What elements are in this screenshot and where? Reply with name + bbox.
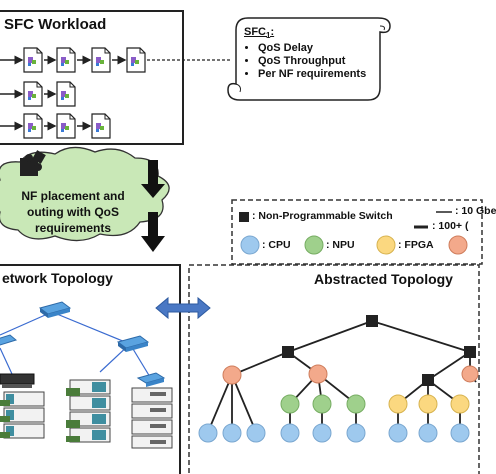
legend-npu-label: : NPU	[326, 239, 355, 251]
sfc-chains-diagram	[0, 17, 483, 474]
bidirectional-arrow-icon	[155, 296, 211, 320]
sfc-requirements-scroll	[227, 17, 391, 101]
abstracted-topology-title: Abstracted Topology	[314, 271, 453, 287]
legend-link-10gbe: : 10 Gbe	[455, 205, 496, 217]
sfc-requirement-item: Per NF requirements	[258, 68, 366, 80]
cloud-line: outing with QoS	[27, 205, 119, 219]
sfc-workload-title: SFC Workload	[4, 16, 107, 33]
down-arrow-icon	[141, 160, 165, 252]
sfc-subscript: 1	[266, 31, 271, 41]
legend-fpga-label: : FPGA	[398, 239, 434, 251]
abstracted-topology-tree	[207, 320, 477, 433]
legend-cpu-label: : CPU	[262, 239, 291, 251]
sfc-chain-row-3	[0, 113, 111, 139]
network-topology-drawing	[0, 301, 173, 449]
cloud-line: requirements	[34, 221, 112, 235]
cloud-line: NF placement and	[21, 189, 125, 203]
sfc-requirements-text: SFC1: QoS Delay QoS Throughput Per NF re…	[244, 26, 366, 81]
sfc-chain-row-1	[0, 47, 230, 73]
sfc-label: SFC	[244, 26, 266, 38]
network-topology-title: etwork Topology	[2, 270, 113, 286]
legend-switch-label: : Non-Programmable Switch	[252, 210, 393, 222]
legend-link-100g: : 100+ (	[432, 220, 469, 232]
sfc-requirement-item: QoS Delay	[258, 42, 366, 54]
sfc-chain-row-2	[0, 81, 76, 107]
legend-symbols	[239, 211, 468, 255]
sfc-colon: :	[270, 26, 275, 38]
sfc-requirement-item: QoS Throughput	[258, 55, 366, 67]
puzzle-icon	[20, 150, 46, 176]
cloud-text: NF placement and outing with QoS require…	[0, 188, 148, 236]
abstracted-topology-nodes	[198, 315, 479, 443]
nf-placement-cloud	[0, 146, 170, 242]
